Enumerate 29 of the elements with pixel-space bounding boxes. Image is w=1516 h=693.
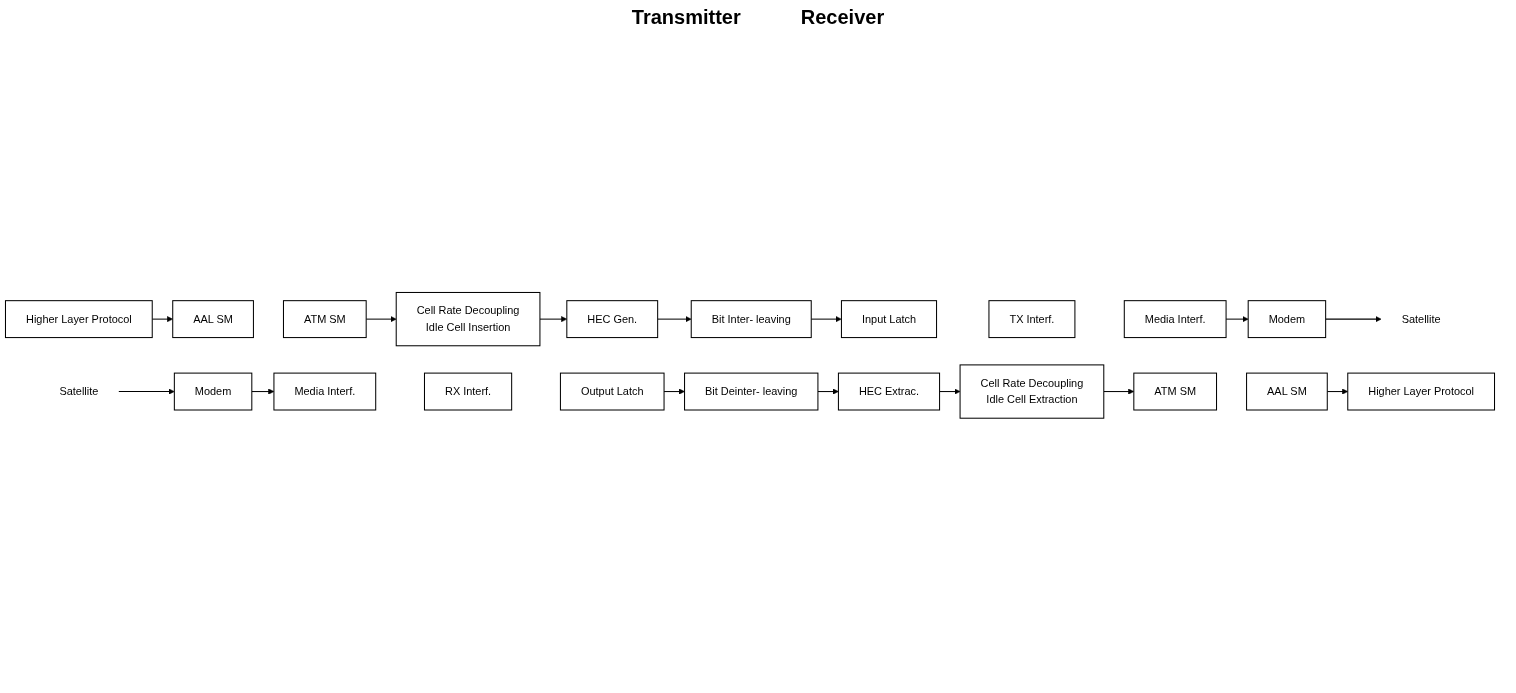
node-box: Input Latch xyxy=(840,299,938,338)
section-heading: Receiver xyxy=(800,6,885,29)
arrow xyxy=(939,388,961,395)
node-box: HEC Gen. xyxy=(566,299,659,338)
arrow xyxy=(118,388,175,395)
node-box: Bit Deinter- leaving xyxy=(684,372,819,411)
node-box: Higher Layer Protocol xyxy=(4,299,153,338)
node-box: Cell Rate Decoupling Idle Cell Extraction xyxy=(959,364,1105,419)
node-text: Satellite xyxy=(1401,312,1441,325)
node-box: ATM SM xyxy=(1133,372,1218,411)
node-box: Output Latch xyxy=(559,372,665,411)
node-box: Bit Inter- leaving xyxy=(690,299,812,338)
node-box: ATM SM xyxy=(282,299,367,338)
section-heading: Transmitter xyxy=(631,6,741,29)
node-box: Modem xyxy=(1247,299,1327,338)
node-box: Cell Rate Decoupling Idle Cell Insertion xyxy=(395,291,541,346)
node-box: Media Interf. xyxy=(273,372,377,411)
node-box: Higher Layer Protocol xyxy=(1347,372,1496,411)
node-box: TX Interf. xyxy=(988,299,1076,338)
node-box: AAL SM xyxy=(172,299,254,338)
node-box: Modem xyxy=(173,372,253,411)
node-box: HEC Extrac. xyxy=(837,372,941,411)
arrow xyxy=(1325,315,1382,322)
node-box: AAL SM xyxy=(1246,372,1328,411)
arrow xyxy=(657,315,692,322)
node-box: Media Interf. xyxy=(1123,299,1227,338)
node-box: RX Interf. xyxy=(423,372,513,411)
arrow xyxy=(817,388,839,395)
node-text: Satellite xyxy=(59,385,99,397)
